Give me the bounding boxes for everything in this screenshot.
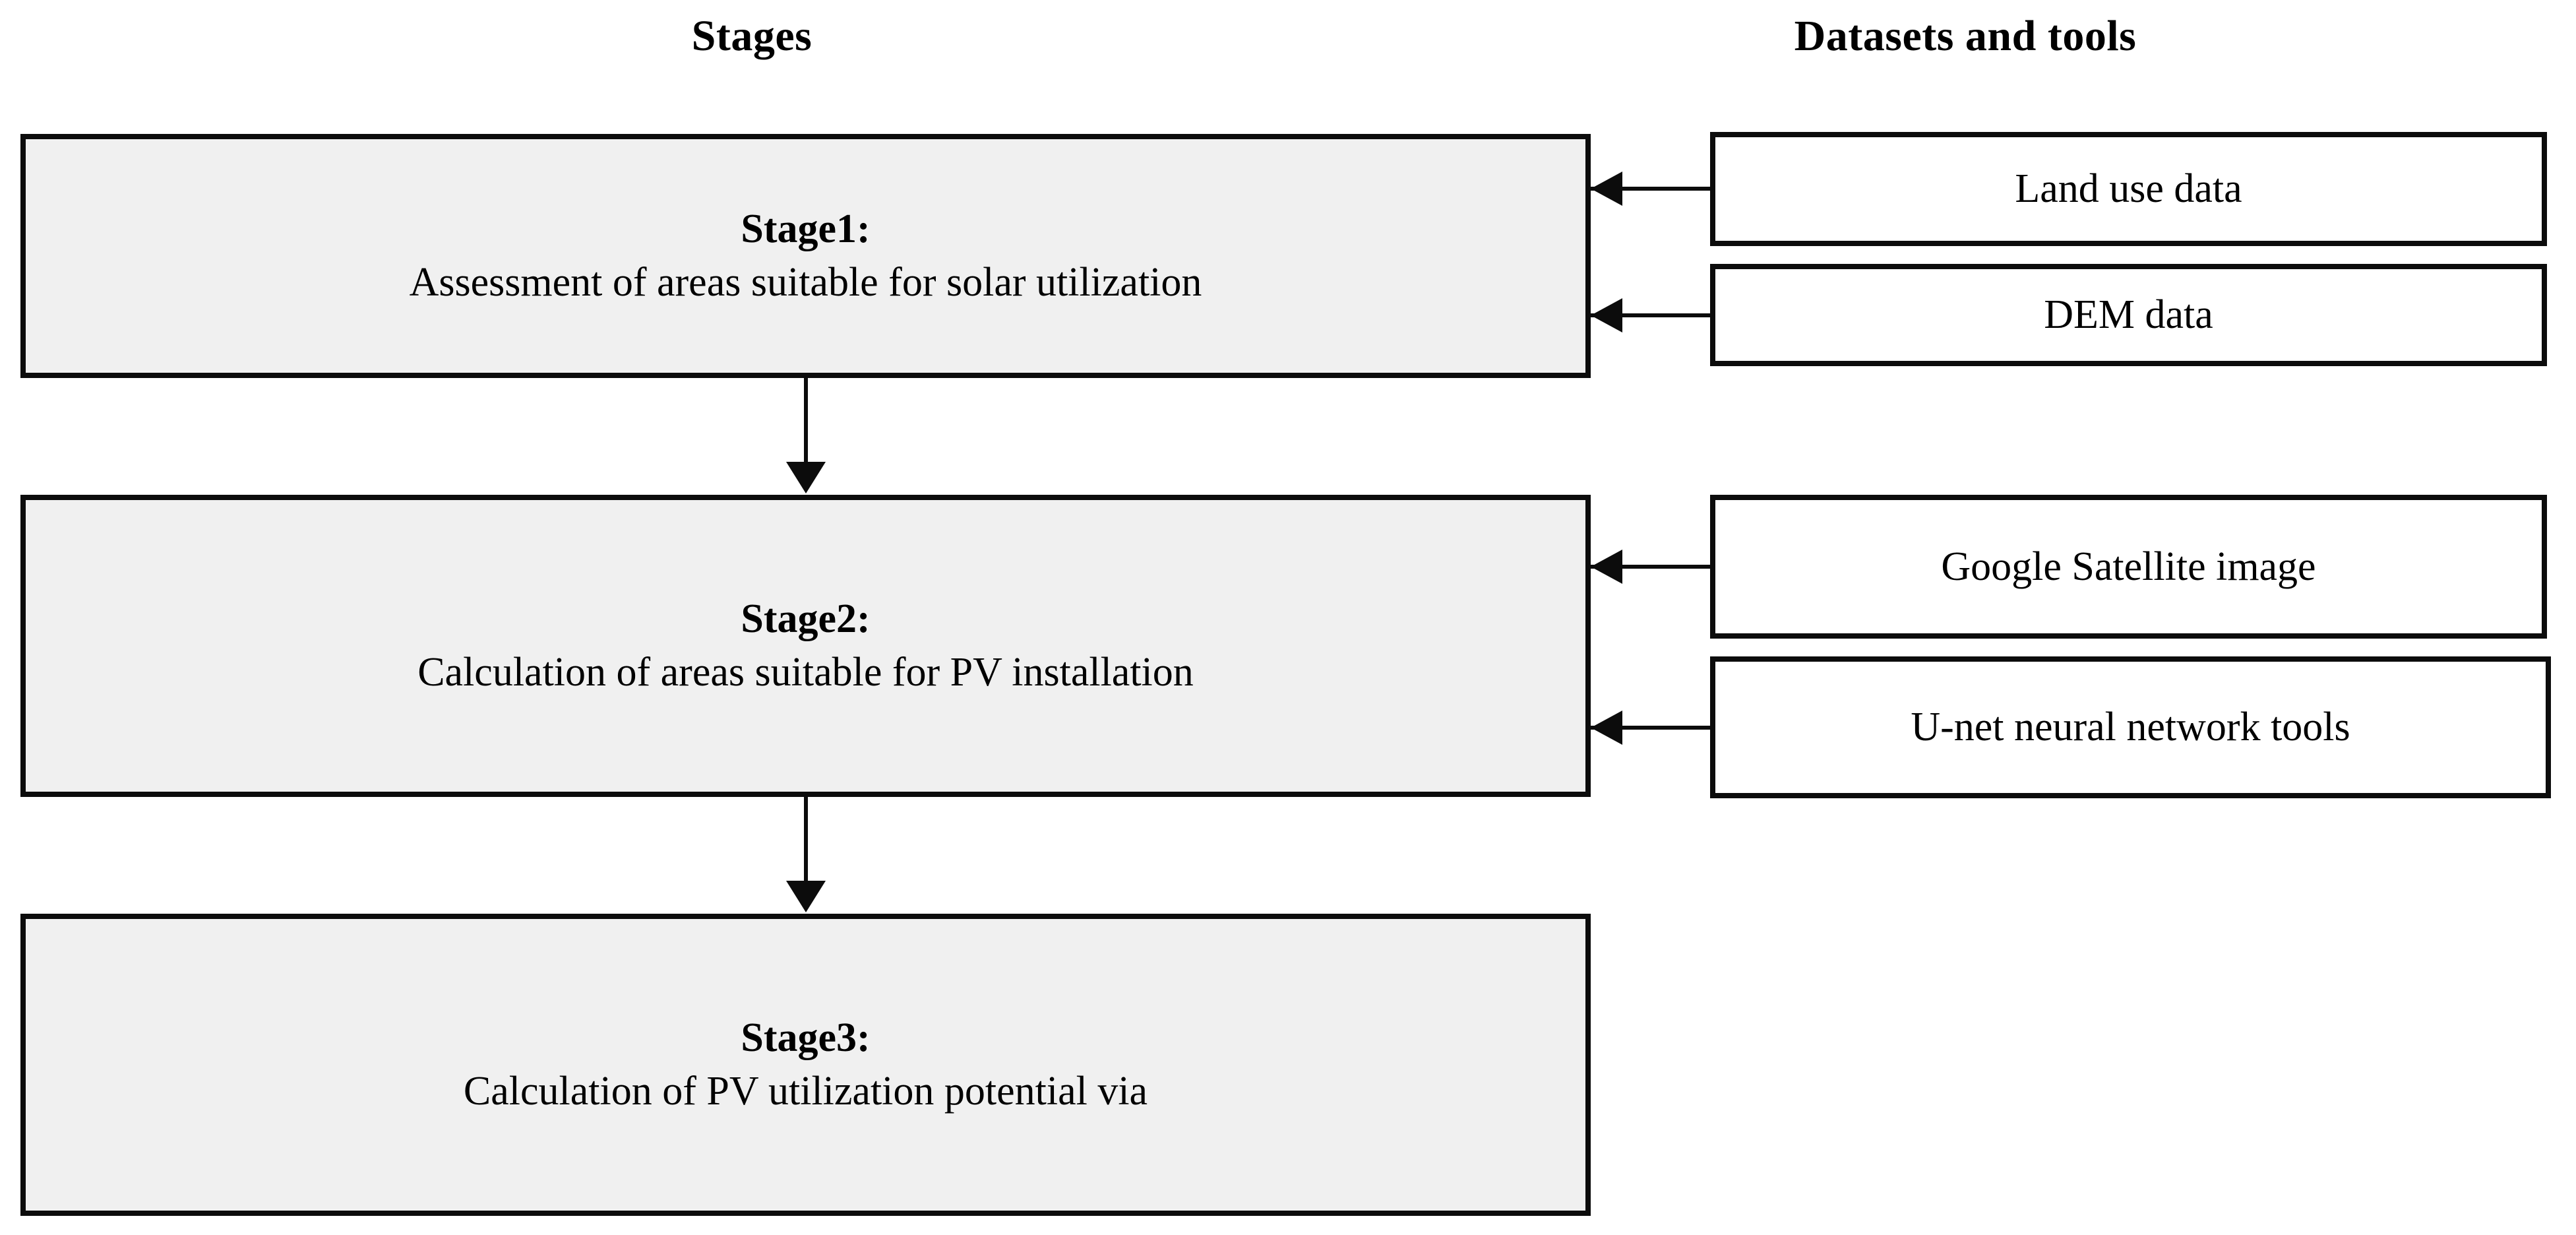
arrow-left-icon-google-to-stage2 [1591,550,1622,584]
arrow-down-icon-stage1-to-stage2 [786,462,826,493]
arrow-down-icon-stage2-to-stage3 [786,881,826,912]
connector-line-stage2-to-stage3 [804,797,808,883]
connector-line-landuse-to-stage1 [1591,187,1713,191]
stage-box-stage3[interactable]: Stage3: Calculation of PV utilization po… [20,914,1591,1216]
stage2-description: Calculation of areas suitable for PV ins… [417,650,1194,695]
resource-box-land-use-data[interactable]: Land use data [1710,132,2547,246]
stage3-label: Stage3: [741,1015,871,1060]
connector-line-stage1-to-stage2 [804,378,808,464]
stage1-description: Assessment of areas suitable for solar u… [409,260,1202,305]
resource-box-dem-data[interactable]: DEM data [1710,264,2547,366]
stage3-description: Calculation of PV utilization potential … [463,1069,1148,1114]
connector-line-google-to-stage2 [1591,565,1713,569]
arrow-left-icon-dem-to-stage1 [1591,298,1622,332]
resource-label-u-net-neural-network-tools: U-net neural network tools [1911,705,2350,750]
stage-box-stage2[interactable]: Stage2: Calculation of areas suitable fo… [20,495,1591,797]
resource-label-google-satellite-image: Google Satellite image [1941,544,2316,589]
resource-box-u-net-neural-network-tools[interactable]: U-net neural network tools [1710,656,2551,798]
arrow-left-icon-unet-to-stage2 [1591,711,1622,745]
stage2-label: Stage2: [741,596,871,641]
column-heading-stages: Stages [691,12,813,60]
column-heading-datasets-and-tools: Datasets and tools [1794,12,2137,60]
resource-box-google-satellite-image[interactable]: Google Satellite image [1710,495,2547,639]
connector-line-unet-to-stage2 [1591,726,1713,730]
resource-label-land-use-data: Land use data [2015,166,2242,212]
connector-line-dem-to-stage1 [1591,313,1713,317]
arrow-left-icon-landuse-to-stage1 [1591,172,1622,206]
stage1-label: Stage1: [741,206,871,251]
resource-label-dem-data: DEM data [2044,292,2213,338]
stage-box-stage1[interactable]: Stage1: Assessment of areas suitable for… [20,134,1591,378]
